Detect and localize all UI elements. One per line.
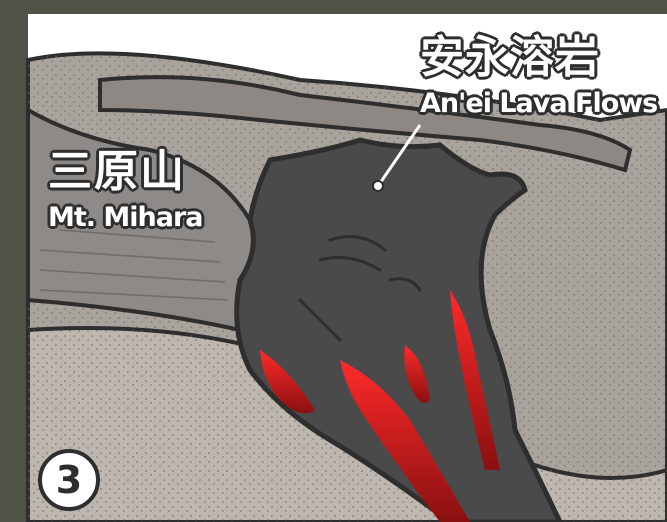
lava-glow-mid (404, 345, 430, 403)
lava-glow-right (450, 290, 500, 470)
lava-texture (298, 235, 422, 342)
lava-glow-left (260, 350, 315, 414)
step-number-badge: 3 (38, 449, 100, 511)
callout-dot (372, 180, 384, 192)
caldera-rim (98, 75, 633, 173)
layer-stripes (39, 229, 229, 301)
mt-mihara-label-en: Mt. Mihara (48, 202, 204, 233)
anei-lava-label-jp: 安永溶岩 (420, 32, 600, 83)
callout-line (376, 124, 422, 187)
lava-glow-center (340, 360, 470, 522)
mt-mihara-label-jp: 三原山 (48, 146, 186, 197)
stratified-layer (26, 106, 263, 333)
anei-lava-label-en: An'ei Lava Flows (420, 88, 658, 119)
